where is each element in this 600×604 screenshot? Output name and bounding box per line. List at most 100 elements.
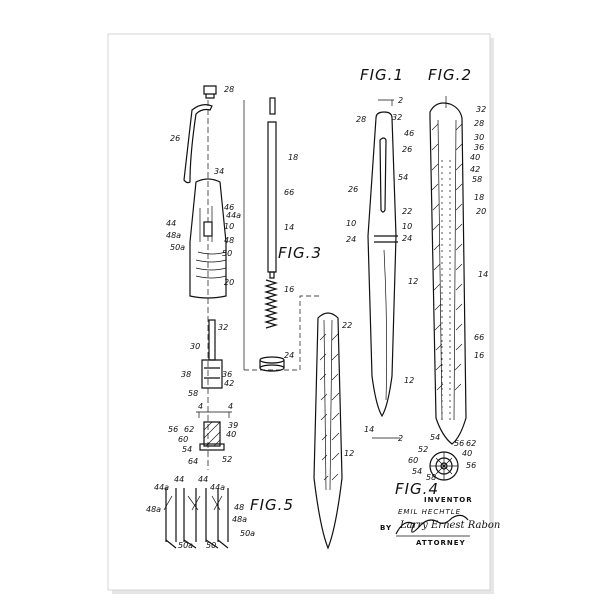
slider-block <box>201 359 223 389</box>
inventor-heading: INVENTOR <box>424 496 473 504</box>
svg-text:20: 20 <box>476 207 486 216</box>
svg-text:30: 30 <box>190 342 200 351</box>
spring <box>263 279 279 329</box>
svg-text:22: 22 <box>342 321 352 330</box>
clip-part <box>183 104 213 184</box>
svg-text:39: 39 <box>228 421 238 430</box>
svg-text:28: 28 <box>474 119 484 128</box>
svg-text:56: 56 <box>454 439 464 448</box>
svg-text:54: 54 <box>412 467 422 476</box>
svg-text:60: 60 <box>408 456 418 465</box>
fig1-clip <box>379 137 387 213</box>
fig1-label: FIG.1 <box>360 66 404 84</box>
fig4-label: FIG.4 <box>395 480 439 498</box>
svg-text:54: 54 <box>182 445 192 454</box>
svg-text:12: 12 <box>408 277 418 286</box>
svg-text:12: 12 <box>404 376 414 385</box>
signature-scrawl <box>395 514 469 535</box>
svg-text:28: 28 <box>224 85 234 94</box>
svg-text:40: 40 <box>462 449 472 458</box>
svg-text:50a: 50a <box>170 243 185 252</box>
svg-text:22: 22 <box>402 207 412 216</box>
exploded-view: 28 26 34 46 44a 44 10 48a 48 50a 50 20 3… <box>166 85 241 470</box>
fig1-body <box>367 111 397 418</box>
svg-text:16: 16 <box>284 285 294 294</box>
refill-tube <box>267 121 277 273</box>
svg-text:24: 24 <box>346 235 356 244</box>
svg-text:16: 16 <box>474 351 484 360</box>
svg-text:44: 44 <box>166 219 176 228</box>
fig5-detail: 44a 44 44 44a 48a 48 48a 50a 50 50a <box>146 475 255 550</box>
svg-text:46: 46 <box>404 129 414 138</box>
fig2-label: FIG.2 <box>428 66 472 84</box>
svg-text:18: 18 <box>474 193 484 202</box>
svg-text:10: 10 <box>402 222 412 231</box>
fig2-section: 32 28 46 30 36 26 40 42 54 58 18 22 20 1… <box>398 96 488 445</box>
svg-text:58: 58 <box>426 473 436 482</box>
svg-text:54: 54 <box>398 173 408 182</box>
svg-text:48a: 48a <box>166 231 181 240</box>
svg-text:44a: 44a <box>154 483 169 492</box>
attorney-signature: Larry Ernest Rabon <box>399 520 500 531</box>
poster-sheet <box>107 33 491 591</box>
svg-text:20: 20 <box>224 278 234 287</box>
svg-text:12: 12 <box>344 449 354 458</box>
svg-text:48a: 48a <box>146 505 161 514</box>
lower-barrel: 22 12 <box>313 312 354 550</box>
svg-text:32: 32 <box>476 105 486 114</box>
svg-text:46: 46 <box>224 203 234 212</box>
inventor-block: INVENTOR EMIL HECHTLE BY Larry Ernest Ra… <box>380 496 500 547</box>
inventor-name: EMIL HECHTLE <box>398 508 461 516</box>
svg-text:14: 14 <box>478 270 488 279</box>
svg-text:44: 44 <box>174 475 184 484</box>
svg-text:28: 28 <box>356 115 366 124</box>
svg-text:14: 14 <box>284 223 294 232</box>
svg-text:50a: 50a <box>178 541 193 550</box>
fig3-refill: 18 66 14 16 24 <box>243 97 320 372</box>
svg-text:40: 40 <box>470 153 480 162</box>
svg-text:40: 40 <box>226 430 236 439</box>
svg-text:10: 10 <box>346 219 356 228</box>
svg-text:26: 26 <box>348 185 358 194</box>
fig3-label: FIG.3 <box>278 244 322 262</box>
svg-text:56: 56 <box>466 461 476 470</box>
svg-text:36: 36 <box>474 143 484 152</box>
svg-text:36: 36 <box>222 370 232 379</box>
svg-text:52: 52 <box>418 445 428 454</box>
svg-text:44a: 44a <box>226 211 241 220</box>
svg-text:38: 38 <box>181 370 191 379</box>
svg-text:2: 2 <box>398 96 403 105</box>
svg-text:60: 60 <box>178 435 188 444</box>
svg-text:26: 26 <box>402 145 412 154</box>
svg-text:10: 10 <box>224 222 234 231</box>
svg-text:66: 66 <box>284 188 294 197</box>
svg-text:44: 44 <box>198 475 208 484</box>
svg-text:30: 30 <box>474 133 484 142</box>
svg-text:24: 24 <box>284 351 294 360</box>
by-label: BY <box>380 524 392 532</box>
svg-text:64: 64 <box>188 457 198 466</box>
cap-part <box>203 85 217 99</box>
svg-text:50a: 50a <box>240 529 255 538</box>
attorney-label: ATTORNEY <box>416 539 466 547</box>
svg-text:48a: 48a <box>232 515 247 524</box>
svg-text:48: 48 <box>224 236 234 245</box>
svg-text:58: 58 <box>188 389 198 398</box>
svg-text:24: 24 <box>402 234 412 243</box>
fig4-cross-section: 54 56 62 52 40 60 56 54 58 <box>408 433 476 482</box>
fig5-label: FIG.5 <box>250 496 294 514</box>
svg-text:66: 66 <box>474 333 484 342</box>
svg-text:50: 50 <box>222 249 232 258</box>
svg-text:14: 14 <box>364 425 374 434</box>
svg-text:62: 62 <box>184 425 194 434</box>
svg-text:4: 4 <box>198 402 203 411</box>
svg-text:54: 54 <box>430 433 440 442</box>
svg-text:56: 56 <box>168 425 178 434</box>
svg-text:48: 48 <box>234 503 244 512</box>
svg-text:44a: 44a <box>210 483 225 492</box>
svg-text:18: 18 <box>288 153 298 162</box>
svg-text:2: 2 <box>398 434 403 443</box>
svg-text:4: 4 <box>228 402 233 411</box>
